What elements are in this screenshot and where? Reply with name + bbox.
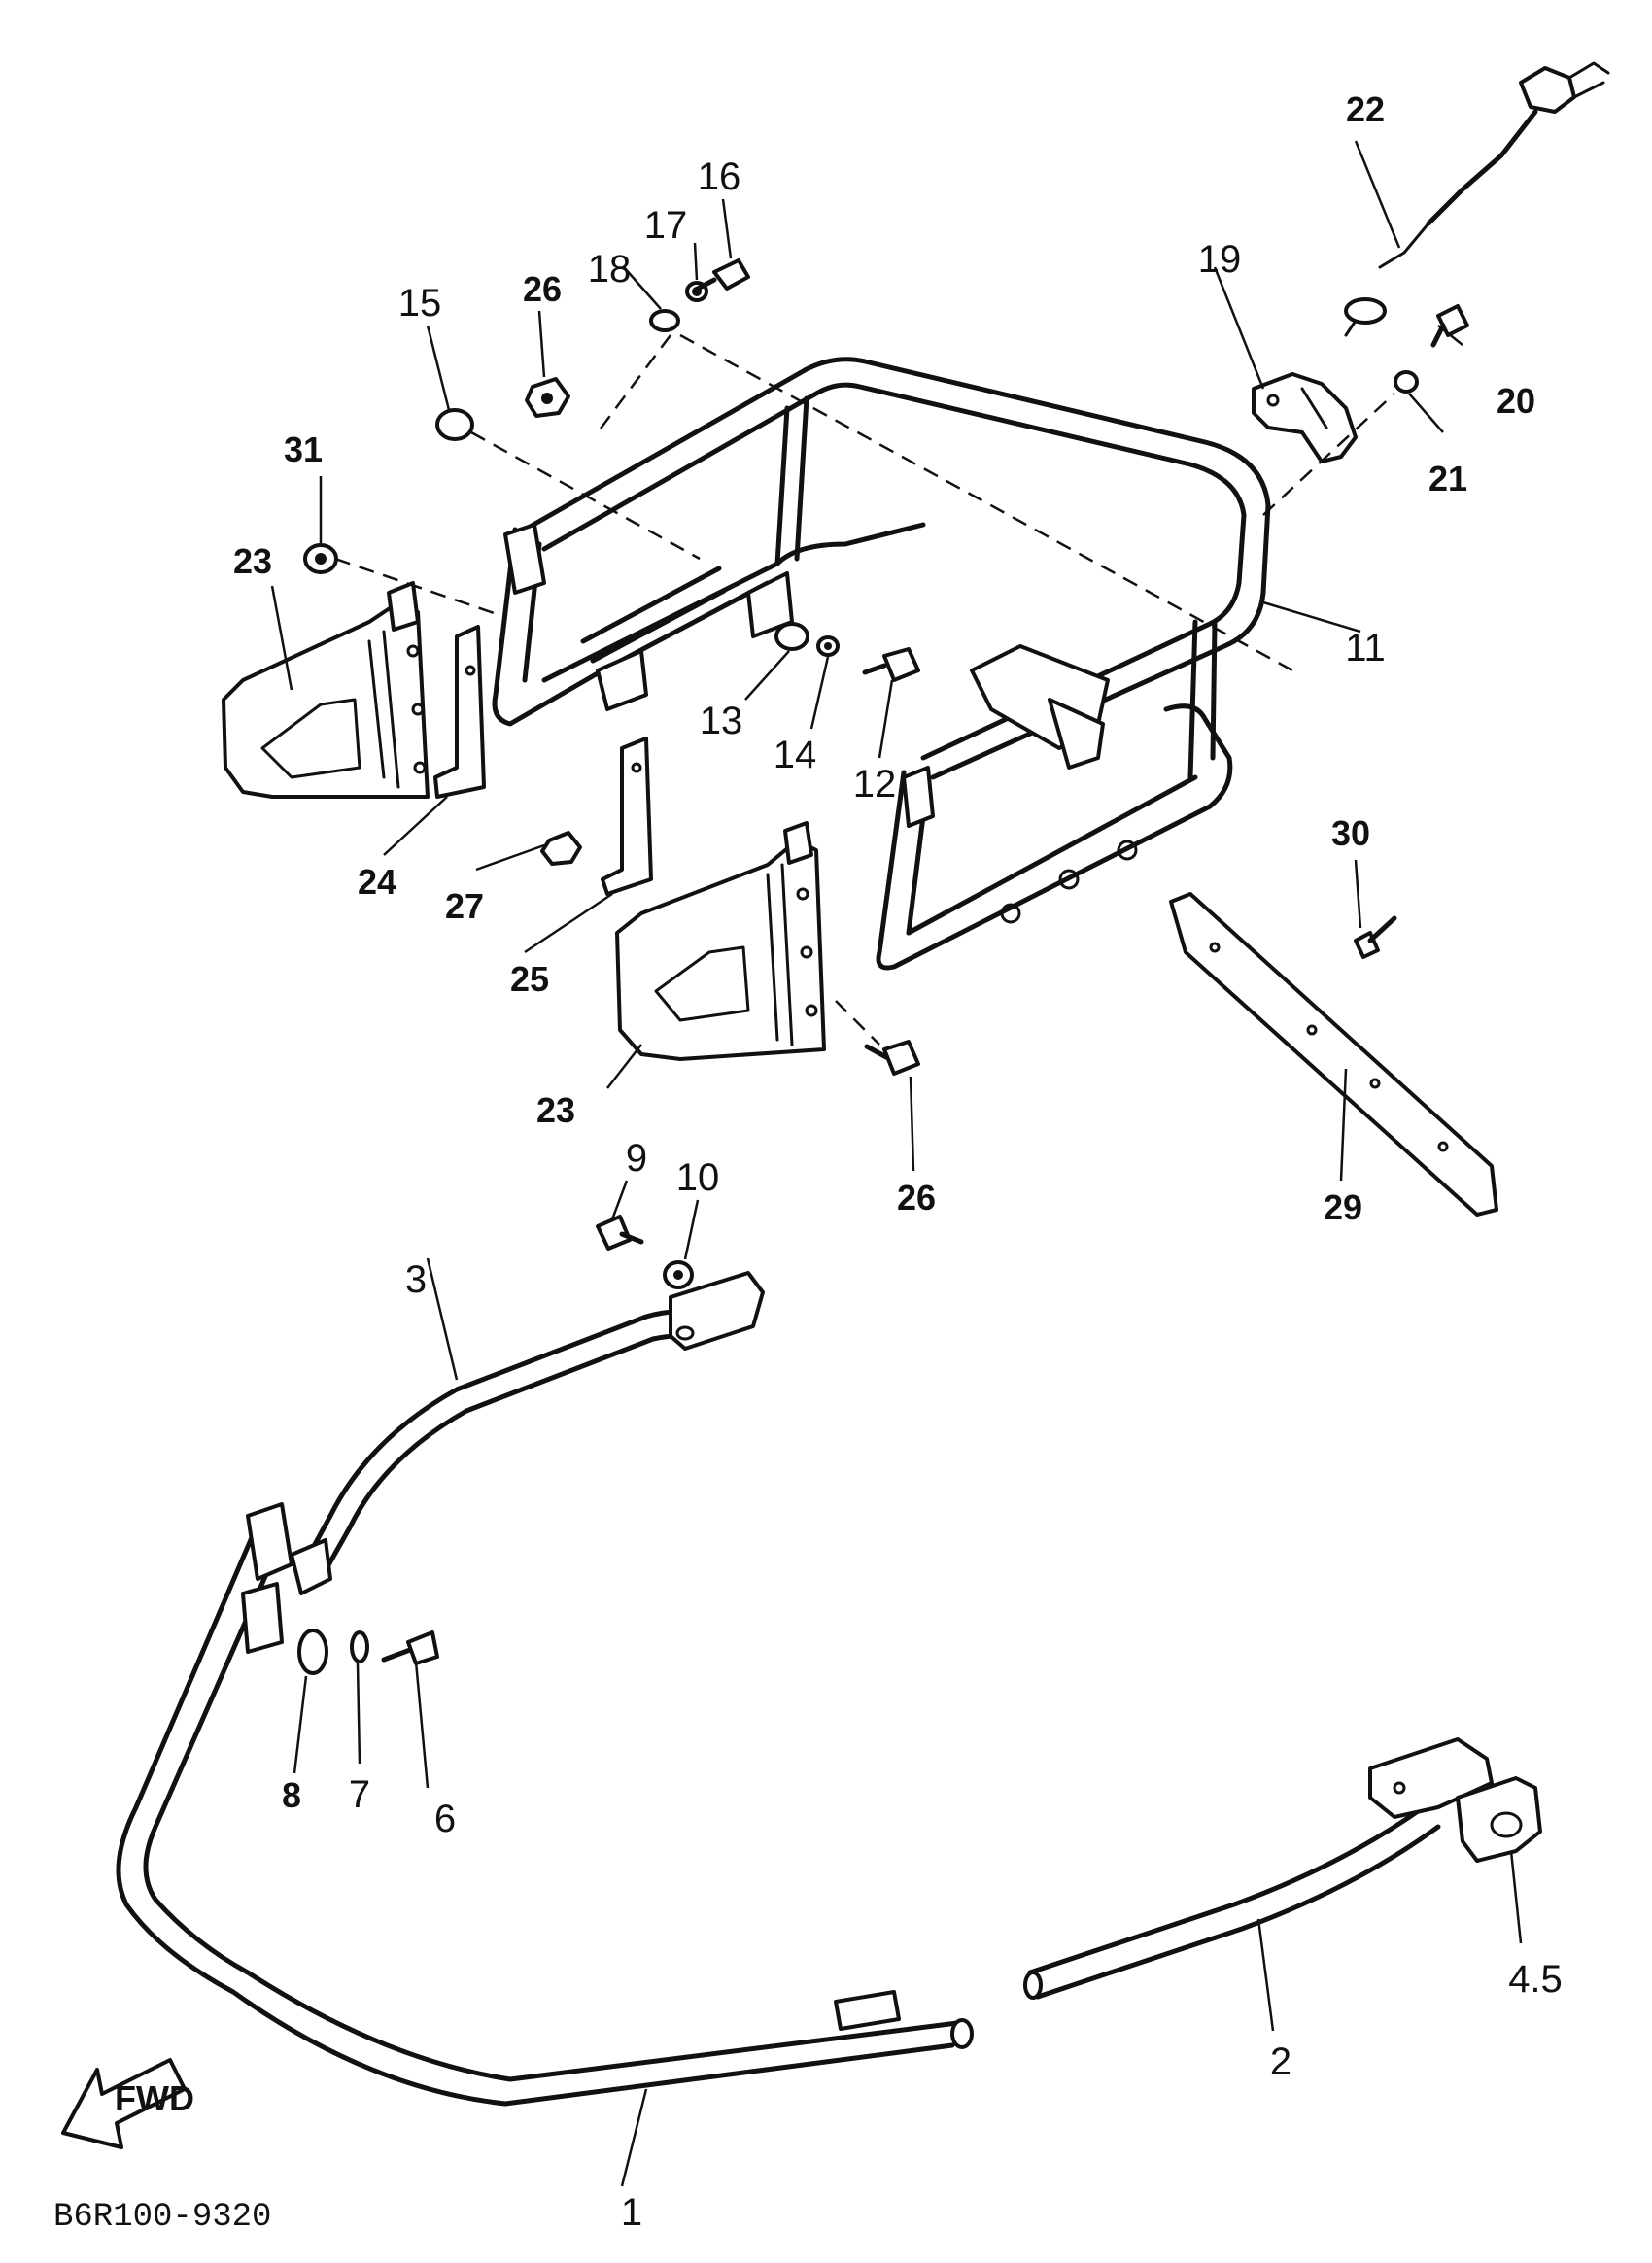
screw-30 (1354, 915, 1397, 959)
stay-24 (433, 625, 486, 799)
latch-assembly (1252, 61, 1610, 463)
label-17: 17 (644, 204, 688, 247)
stay-25 (601, 737, 653, 896)
pipe-2 (1023, 1737, 1494, 2000)
label-23-lower: 23 (536, 1090, 575, 1130)
hardware-top (303, 258, 920, 1076)
diagram-code: B6R100-9320 (53, 2199, 271, 2236)
label-8: 8 (282, 1775, 301, 1815)
label-12: 12 (853, 763, 897, 806)
label-1: 1 (621, 2191, 642, 2234)
fwd-arrow: FWD (61, 2058, 194, 2149)
label-29: 29 (1324, 1187, 1362, 1227)
label-26-lower: 26 (897, 1178, 936, 1217)
label-21: 21 (1428, 459, 1467, 498)
label-23-upper: 23 (233, 541, 272, 581)
label-11: 11 (1345, 627, 1386, 669)
label-26-upper: 26 (523, 269, 562, 309)
label-7: 7 (349, 1773, 370, 1816)
bolt-9-nut-10 (596, 1215, 694, 1289)
hardware-6-7-8 (297, 1629, 439, 1675)
label-14: 14 (774, 734, 817, 776)
plate-29 (1169, 892, 1498, 1217)
leader-lines (270, 140, 1523, 2187)
label-31: 31 (284, 429, 323, 469)
carrier-frame (492, 357, 1271, 971)
pipe-1 (116, 1502, 974, 2107)
label-13: 13 (700, 700, 743, 742)
label-9: 9 (626, 1137, 647, 1180)
label-24: 24 (358, 862, 396, 902)
label-30: 30 (1331, 813, 1370, 853)
side-bracket-lower (615, 821, 826, 1061)
label-22: 22 (1346, 89, 1385, 129)
part-labels: 1 2 3 4.5 6 7 8 9 10 11 12 13 14 15 16 1… (233, 89, 1563, 2234)
label-16: 16 (698, 155, 741, 198)
label-27: 27 (445, 886, 484, 926)
fwd-label: FWD (115, 2078, 194, 2118)
label-2: 2 (1270, 2040, 1291, 2083)
label-19: 19 (1198, 238, 1242, 281)
label-25: 25 (510, 959, 549, 999)
label-15: 15 (398, 282, 442, 325)
label-10: 10 (676, 1156, 720, 1199)
label-20: 20 (1497, 381, 1535, 421)
label-3: 3 (405, 1258, 427, 1301)
pipe-3 (290, 1271, 765, 1595)
side-bracket-upper (222, 581, 430, 799)
label-6: 6 (434, 1798, 456, 1840)
bracket-4-5 (1456, 1776, 1542, 1863)
label-4-5: 4.5 (1508, 1958, 1563, 2001)
label-18: 18 (588, 248, 632, 291)
